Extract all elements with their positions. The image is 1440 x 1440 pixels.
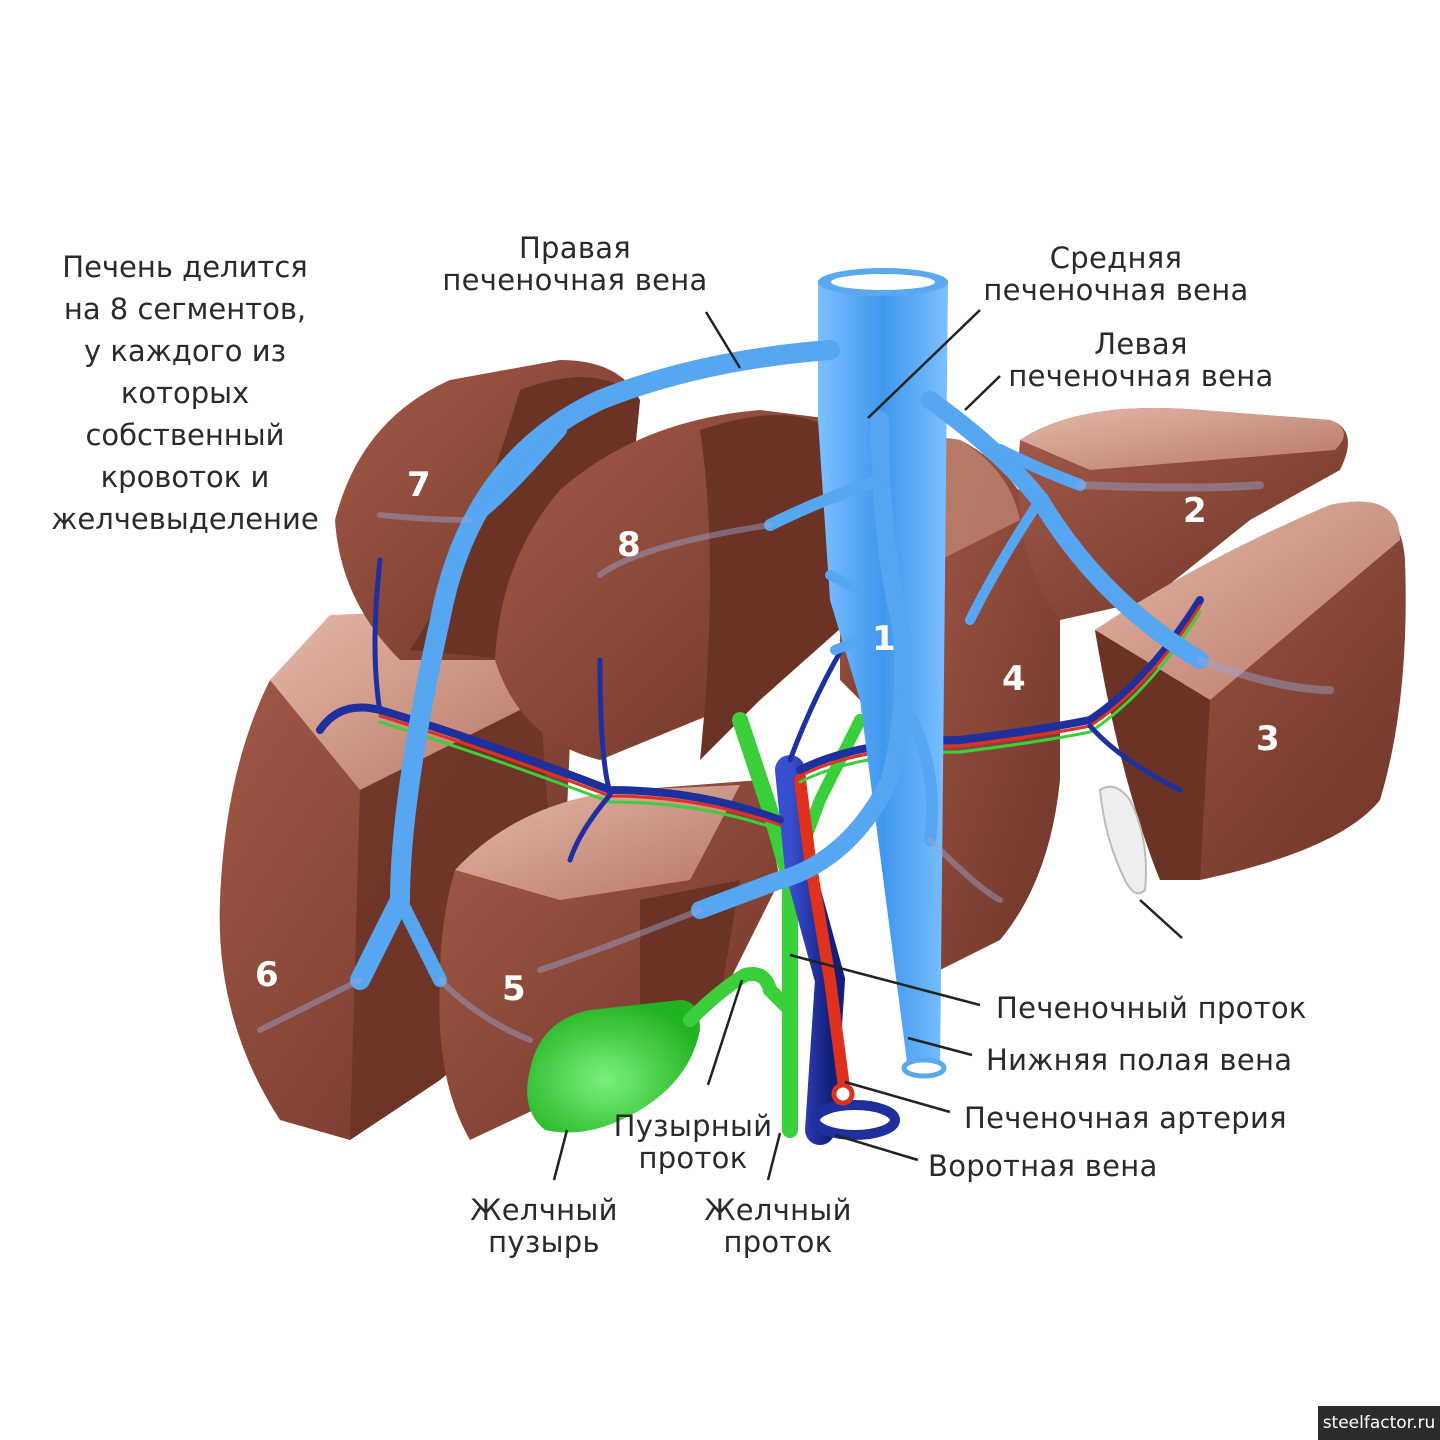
segment-number-3: 3 — [1256, 719, 1280, 759]
intro-line: у каждого из — [83, 334, 287, 368]
watermark: steelfactor.ru — [1318, 1406, 1440, 1440]
segment-5-block — [439, 780, 780, 1140]
segment-number-4: 4 — [1002, 659, 1026, 699]
intro-line: собственный — [85, 418, 285, 452]
segment-number-6: 6 — [255, 955, 279, 995]
segment-number-5: 5 — [502, 969, 526, 1009]
label-right-hepatic-vein: Правая печеночная вена — [442, 231, 708, 297]
segment-number-2: 2 — [1183, 491, 1207, 531]
hepatic-artery-shape — [794, 774, 855, 1106]
segment-number-7: 7 — [407, 465, 431, 505]
label-bile-duct: Желчный проток — [704, 1193, 852, 1259]
label-left-hepatic-vein: Левая печеночная вена — [1008, 327, 1274, 393]
hepatic-veins — [350, 340, 1209, 990]
vessel-hints — [257, 481, 1334, 1043]
label-hepatic-artery: Печеночная артерия — [964, 1101, 1287, 1135]
intro-line: кровоток и — [100, 460, 270, 494]
inferior-vena-cava-shape — [818, 268, 948, 1079]
gallbladder-shape — [527, 967, 797, 1133]
segment-number-8: 8 — [617, 525, 641, 565]
segment-number-1: 1 — [872, 619, 896, 659]
label-hepatic-duct: Печеночный проток — [996, 991, 1307, 1025]
label-inferior-vena-cava: Нижняя полая вена — [986, 1043, 1293, 1077]
label-middle-hepatic-vein: Средняя печеночная вена — [983, 241, 1249, 307]
intro-line: желчевыделение — [51, 502, 319, 536]
intro-line: на 8 сегментов, — [63, 292, 307, 326]
segment-numbers: 1 2 3 4 5 6 7 8 — [255, 465, 1280, 1009]
intro-line: Печень делится — [62, 250, 308, 284]
leader-lines — [552, 309, 1183, 1181]
segment-2-block — [1018, 408, 1348, 620]
label-gallbladder: Желчный пузырь — [470, 1193, 618, 1259]
intro-text: Печень делится на 8 сегментов, у каждого… — [40, 246, 330, 540]
intro-line: которых — [120, 376, 250, 410]
label-cystic-duct: Пузырный проток — [613, 1109, 773, 1175]
label-portal-vein: Воротная вена — [928, 1149, 1158, 1183]
ligament-shape — [1098, 785, 1147, 895]
